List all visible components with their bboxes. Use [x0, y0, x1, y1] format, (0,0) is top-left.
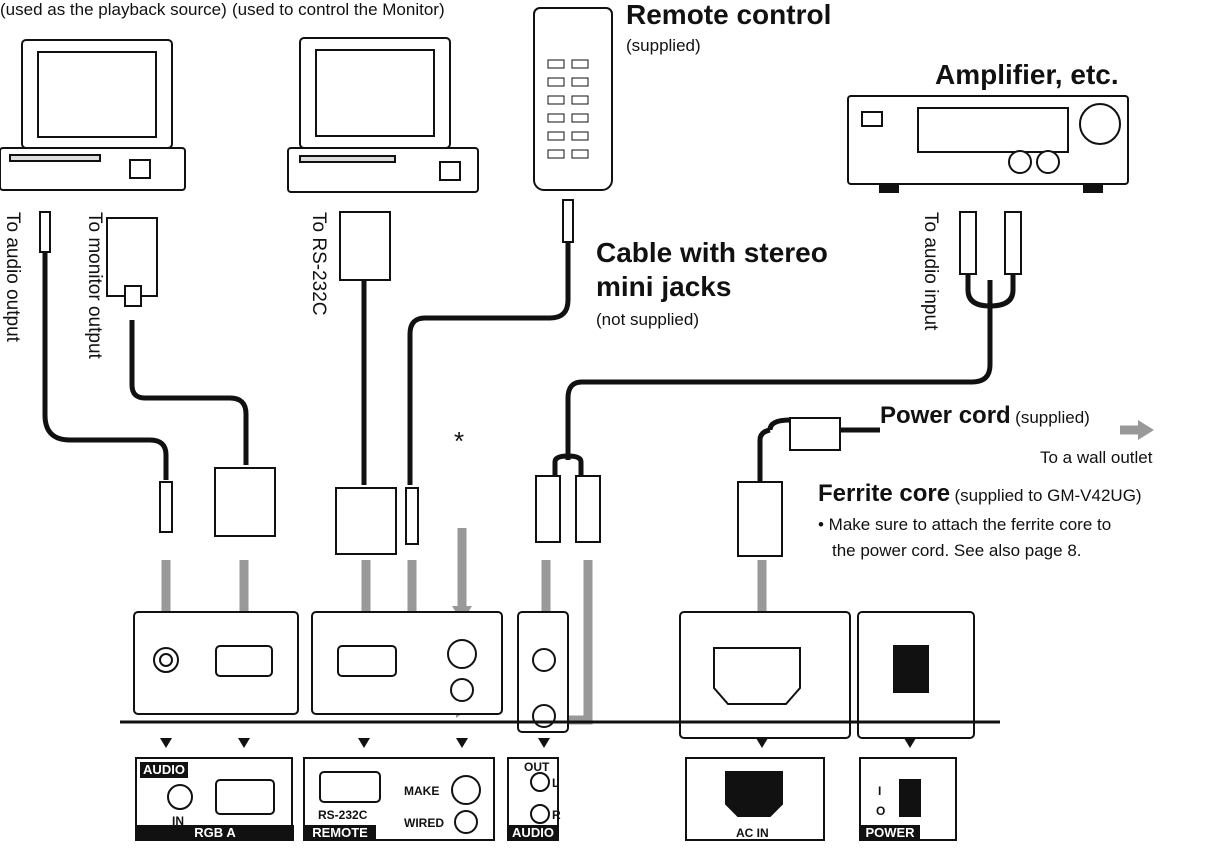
- make-label: MAKE: [404, 784, 440, 798]
- label-to-monitor-output: To monitor output: [84, 212, 105, 359]
- label-to-audio-input: To audio input: [920, 212, 941, 331]
- rgb-a-tag: RGB A: [136, 825, 294, 841]
- amplifier-title: Amplifier, etc.: [935, 59, 1119, 90]
- power-tag: POWER: [860, 825, 920, 841]
- label-to-rs232c: To RS-232C: [308, 212, 329, 316]
- power-cord-title: Power cord: [880, 402, 1011, 429]
- cables: [42, 240, 993, 490]
- wall-outlet-label: To a wall outlet: [1040, 448, 1153, 467]
- panel-markers: [160, 738, 916, 748]
- ferrite-core-label: Ferrite core (supplied to GM-V42UG): [818, 480, 1142, 508]
- amplifier-illustration: [847, 95, 1129, 193]
- power-on-mark: I: [878, 784, 882, 798]
- ferrite-note-line-2: the power cord. See also page 8.: [832, 541, 1082, 560]
- ferrite-core-title: Ferrite core: [818, 480, 951, 507]
- stereo-cable-title-1: Cable with stereo: [596, 237, 828, 268]
- ferrite-core-subtitle: (supplied to GM-V42UG): [954, 486, 1142, 505]
- stereo-cable-subtitle: (not supplied): [596, 310, 700, 329]
- audio-in-tag: AUDIO: [140, 762, 188, 778]
- power-cord-subtitle: (supplied): [1015, 408, 1090, 427]
- remote-subtitle: (supplied): [626, 36, 701, 55]
- asterisk-mark: *: [454, 426, 465, 456]
- left-channel-label: L: [552, 776, 560, 790]
- rs232c-label: RS-232C: [318, 808, 368, 822]
- rear-panel: [120, 611, 1000, 739]
- computer-audio-subtitle: (used as the playback source): [0, 0, 227, 19]
- ferrite-note-line-1: • Make sure to attach the ferrite core t…: [818, 515, 1112, 534]
- stereo-cable-title-2: mini jacks: [596, 271, 732, 302]
- remote-tag: REMOTE: [304, 825, 376, 841]
- power-off-mark: O: [876, 804, 886, 818]
- connectors: [39, 199, 1022, 557]
- remote-title: Remote control: [626, 0, 832, 30]
- computer-control-subtitle: (used to control the Monitor): [232, 0, 445, 19]
- power-cord-label: Power cord (supplied): [880, 402, 1090, 430]
- computer-audio-illustration: [0, 39, 186, 191]
- ac-in-label: AC IN: [736, 826, 769, 840]
- audio-out-tag: AUDIO: [508, 825, 558, 841]
- out-label: OUT: [524, 760, 550, 774]
- right-channel-label: R: [552, 808, 561, 822]
- audio-in-label: IN: [172, 814, 184, 828]
- wired-label: WIRED: [404, 816, 444, 830]
- remote-control-illustration: [533, 7, 613, 191]
- label-to-audio-output: To audio output: [2, 212, 23, 342]
- arrow-heads: [156, 420, 1154, 730]
- computer-control-illustration: [287, 37, 479, 193]
